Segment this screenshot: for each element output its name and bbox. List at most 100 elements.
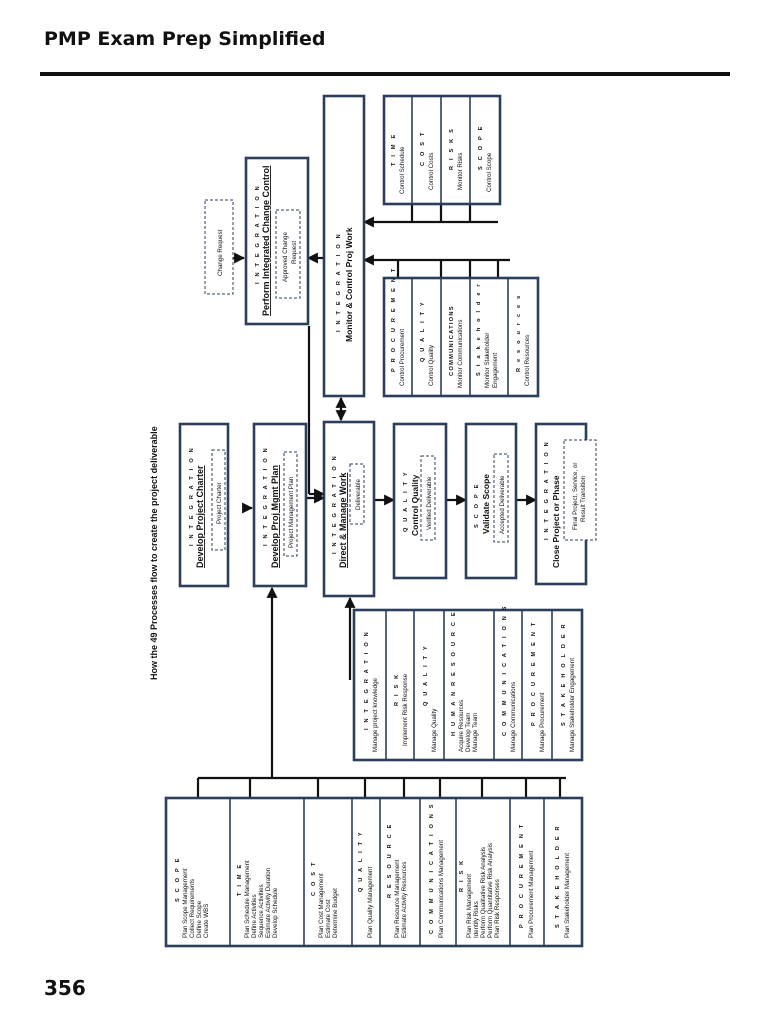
planning-item: Plan Resource Management bbox=[394, 859, 401, 938]
executing-group-name: S T A K E H O L D E R bbox=[561, 622, 567, 726]
planning-item: Identify Risks bbox=[473, 901, 480, 938]
flow-output: Deliverable bbox=[355, 478, 362, 510]
planning-item: Determine Budget bbox=[332, 888, 339, 938]
monitor-group-name: Q U A L I T Y bbox=[420, 300, 426, 362]
monitor-item: Control Scope bbox=[486, 152, 493, 192]
flow-output: Project Charter bbox=[216, 482, 223, 524]
executing-item: Acquire Resources bbox=[458, 700, 465, 752]
flow-process: Control Quality bbox=[410, 474, 420, 536]
executing-item: Develop Team bbox=[465, 713, 472, 752]
flow-output: Verified Deliverable bbox=[426, 476, 433, 530]
executing-group-name: R I S K bbox=[394, 673, 400, 706]
monitor-group-name: C O S T bbox=[420, 130, 426, 166]
planning-group-name: S T A K E H O L D E R bbox=[555, 824, 561, 928]
planning-item: Estimate Cost bbox=[325, 899, 332, 938]
planning-group-name: Q U A L I T Y bbox=[358, 830, 364, 892]
planning-group-name: R I S K bbox=[459, 859, 465, 892]
planning-group-name: C O M M U N I C A T I O N S bbox=[429, 802, 435, 934]
diagram-title: How the 49 Processes flow to create the … bbox=[149, 426, 159, 680]
planning-item: Plan Risk Management bbox=[466, 874, 473, 938]
executing-group-name: C O M M U N I C A T I O N S bbox=[502, 604, 508, 736]
flow-process: Validate Scope bbox=[481, 474, 491, 534]
flow-area: I N T E G R A T I O N bbox=[544, 440, 550, 540]
flow-process: Direct & Manage Work bbox=[338, 472, 348, 568]
header-title: PMP Exam Prep Simplified bbox=[44, 28, 326, 50]
planning-item: Estimate Activity Resources bbox=[401, 862, 408, 938]
monitor-control-box: I N T E G R A T I O N Monitor & Control … bbox=[322, 94, 366, 398]
monitor-group-name: R I S K S bbox=[449, 127, 455, 170]
page-number: 356 bbox=[44, 976, 86, 1000]
control-quality-box: Q U A L I T Y Control Quality Verified D… bbox=[392, 422, 448, 580]
planning-item: Sequence Activities bbox=[258, 884, 265, 938]
planning-group-name: R E S O U R C E bbox=[387, 822, 393, 898]
executing-item: Manage Stakeholder Engagement bbox=[569, 658, 576, 752]
planning-item: Plan Quality Management bbox=[367, 867, 374, 938]
planning-item: Plan Schedule Management bbox=[244, 860, 251, 938]
planning-processes-box: S C O P E Plan Scope Management Collect … bbox=[164, 796, 584, 948]
monitor-item: Engagement bbox=[492, 353, 499, 388]
executing-group-name: H U M A N R E S O U R C E bbox=[451, 610, 457, 736]
change-request-label: Change Request bbox=[217, 229, 224, 276]
monitor-item: Monitor Communications bbox=[457, 320, 464, 388]
monitor-process: Monitor & Control Proj Work bbox=[344, 227, 354, 342]
planning-item: Define Activities bbox=[251, 894, 258, 938]
executing-item: Manage Quality bbox=[431, 708, 438, 752]
close-project-box: I N T E G R A T I O N Close Project or P… bbox=[534, 422, 597, 586]
flow-process: Develop Proj Mgmt Plan bbox=[270, 465, 280, 568]
monitor-item: Control Quality bbox=[428, 344, 435, 386]
change-control-box: I N T E G R A T I O N Perform Integrated… bbox=[244, 156, 310, 326]
monitor-item: Control Procurement bbox=[399, 329, 406, 386]
planning-item: Develop Schedule bbox=[272, 887, 279, 938]
validate-scope-box: S C O P E Validate Scope Accepted Delive… bbox=[464, 422, 518, 580]
approved-change-line2: Request bbox=[291, 241, 298, 264]
flow-output: Accepted Deliverable bbox=[499, 475, 506, 534]
monitor-right-box: T I M E Control Schedule C O S T Control… bbox=[382, 94, 502, 206]
change-control-area: I N T E G R A T I O N bbox=[255, 184, 261, 284]
flow-area: S C O P E bbox=[474, 483, 480, 529]
planning-group-name: P R O C U R E M E N T bbox=[519, 823, 525, 928]
planning-group-name: S C O P E bbox=[175, 857, 181, 903]
executing-item: Manage Procurement bbox=[539, 692, 546, 752]
flow-output-line2: Result Transition bbox=[580, 475, 587, 522]
planning-item: Perform Quantitative Risk Analysis bbox=[487, 843, 494, 938]
executing-item: Implement Risk Response bbox=[402, 673, 409, 746]
monitor-area: I N T E G R A T I O N bbox=[336, 232, 342, 332]
monitor-group-name: T I M E bbox=[391, 133, 397, 166]
flow-process: Close Project or Phase bbox=[551, 475, 561, 568]
direct-manage-work-box: I N T E G R A T I O N Direct & Manage Wo… bbox=[322, 420, 376, 598]
monitor-item: Monitor Stakeholder bbox=[484, 333, 491, 388]
develop-plan-box: I N T E G R A T I O N Develop Proj Mgmt … bbox=[252, 422, 308, 588]
flow-area: I N T E G R A T I O N bbox=[189, 446, 195, 546]
monitor-item: Control Costs bbox=[428, 153, 435, 190]
executing-group-name: Q U A L I T Y bbox=[423, 644, 429, 706]
planning-item: Collect Requirements bbox=[189, 879, 196, 938]
monitor-group-name: R e s o u r c e s bbox=[516, 294, 522, 372]
approved-change-line1: Approved Change bbox=[282, 232, 289, 282]
flow-area: Q U A L I T Y bbox=[403, 470, 409, 532]
planning-item: Plan Cost Management bbox=[318, 873, 325, 938]
planning-item: Estimate Activity Duration bbox=[265, 867, 272, 938]
executing-item: Manage project knowledge bbox=[372, 677, 379, 752]
executing-item: Manage Team bbox=[472, 713, 479, 752]
planning-item: Define Scope bbox=[196, 900, 203, 938]
flow-output: Project Management Plan bbox=[288, 476, 295, 548]
planning-item: Plan Risk Responses bbox=[494, 879, 501, 938]
planning-group-name: T I M E bbox=[237, 863, 243, 896]
flow-area: I N T E G R A T I O N bbox=[332, 454, 338, 554]
flow-area: I N T E G R A T I O N bbox=[263, 446, 269, 546]
header-rule bbox=[40, 72, 730, 76]
develop-charter-box: I N T E G R A T I O N Develop Project Ch… bbox=[178, 422, 230, 588]
monitor-item: Monitor Risks bbox=[457, 153, 464, 190]
flow-process: Develop Project Charter bbox=[195, 465, 205, 568]
monitor-group-name: COMMUNICATIONS bbox=[449, 305, 455, 376]
monitor-group-name: P R O C U R E M E N T bbox=[391, 267, 397, 372]
monitor-group-name: S C O P E bbox=[478, 125, 484, 171]
executing-group-name: P R O C U R E M E N T bbox=[531, 621, 537, 726]
flow-output-line1: Final Project, Service, or bbox=[572, 463, 579, 530]
planning-item: Plan Stakeholder Management bbox=[564, 853, 571, 938]
monitor-group-name: S t a k e h o l d e r bbox=[476, 282, 482, 376]
monitor-item: Control Schedule bbox=[399, 146, 406, 194]
executing-item: Manage Communications bbox=[510, 682, 517, 752]
monitor-item: Control Resources bbox=[524, 335, 531, 386]
